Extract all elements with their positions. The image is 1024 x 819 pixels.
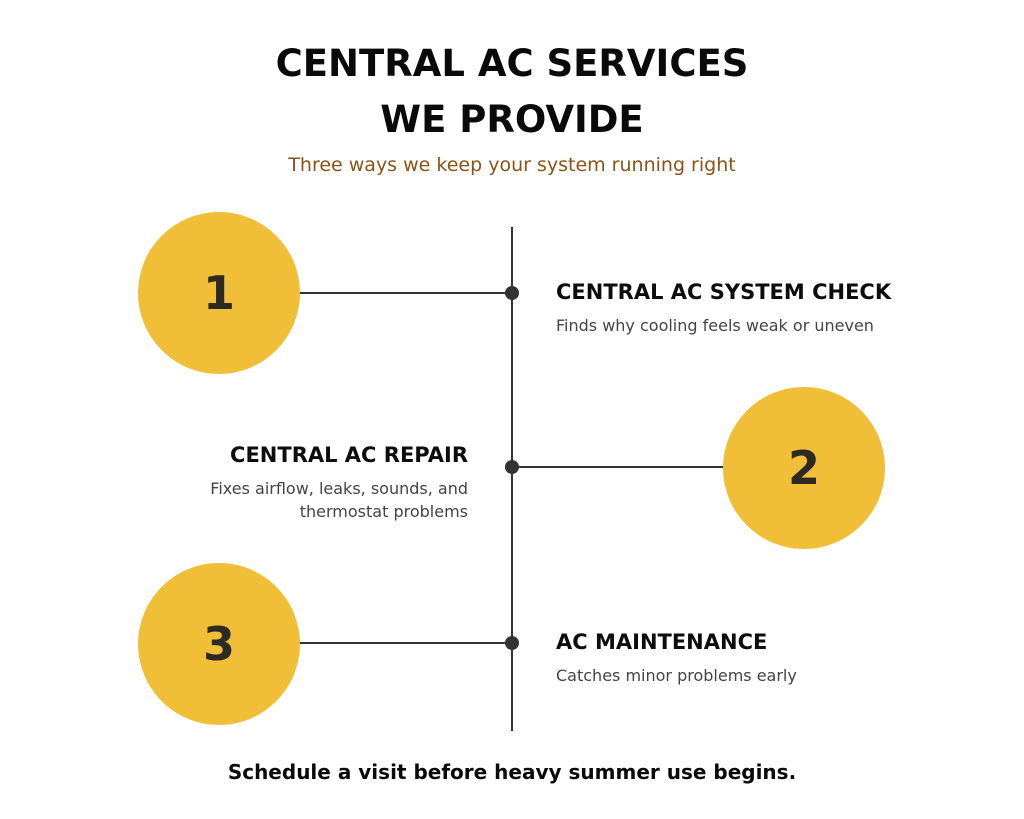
step-1-number: 1: [202, 266, 235, 320]
timeline-dot-step-1: [505, 286, 519, 300]
subtitle: Three ways we keep your system running r…: [288, 154, 736, 176]
step-3-heading: AC MAINTENANCE: [556, 630, 768, 654]
step-3-label: AC MAINTENANCE Catches minor problems ea…: [556, 628, 797, 687]
timeline-dot-step-3: [505, 636, 519, 650]
step-1-label: CENTRAL AC SYSTEM CHECK Finds why coolin…: [556, 278, 891, 337]
step-2-number: 2: [787, 441, 820, 495]
step-3-number: 3: [202, 617, 235, 671]
step-2-heading: CENTRAL AC REPAIR: [230, 443, 468, 467]
step-1-number-circle: 1: [138, 212, 300, 374]
page-title: CENTRAL AC SERVICES WE PROVIDE: [0, 36, 1024, 148]
step-2-description-line-1: Fixes airflow, leaks, sounds, and: [210, 479, 468, 498]
connector-step-1: [299, 292, 512, 294]
step-1-heading: CENTRAL AC SYSTEM CHECK: [556, 280, 892, 304]
step-1-description: Finds why cooling feels weak or uneven: [556, 316, 874, 335]
step-2-description: Fixes airflow, leaks, sounds, and thermo…: [168, 477, 468, 523]
connector-step-3: [299, 642, 512, 644]
step-3-number-circle: 3: [138, 563, 300, 725]
step-3-description: Catches minor problems early: [556, 666, 797, 685]
footer-call-to-action: Schedule a visit before heavy summer use…: [227, 760, 797, 784]
title-line-1: CENTRAL AC SERVICES: [275, 42, 749, 85]
connector-step-2: [512, 466, 726, 468]
step-2-label: CENTRAL AC REPAIR Fixes airflow, leaks, …: [168, 441, 468, 523]
title-line-2: WE PROVIDE: [380, 98, 644, 141]
step-2-number-circle: 2: [723, 387, 885, 549]
step-2-description-line-2: thermostat problems: [299, 502, 468, 521]
timeline-dot-step-2: [505, 460, 519, 474]
timeline-spine: [511, 227, 513, 731]
